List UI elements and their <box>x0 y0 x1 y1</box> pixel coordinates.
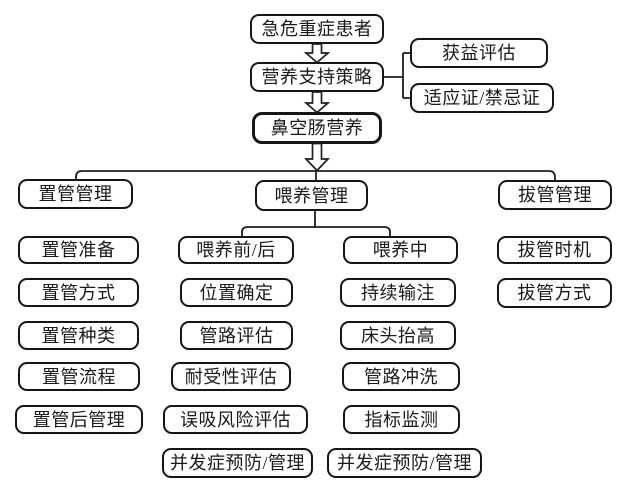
bracket-connector <box>384 52 410 99</box>
node-tolerance-assessment: 耐受性评估 <box>171 362 291 391</box>
down-arrow-icon-3 <box>304 142 330 172</box>
node-benefit-assessment: 获益评估 <box>410 38 548 68</box>
node-feeding-pre-post: 喂养前/后 <box>178 236 294 264</box>
node-post-placement-management: 置管后管理 <box>15 405 143 434</box>
node-placement-method: 置管方式 <box>18 278 139 307</box>
down-arrow-icon-1 <box>303 43 331 64</box>
node-extubation-timing: 拔管时机 <box>497 236 612 264</box>
node-placement-preparation: 置管准备 <box>18 236 139 264</box>
node-indications: 适应证/禁忌证 <box>410 83 554 113</box>
node-complication-prevention-pre-post: 并发症预防/管理 <box>162 448 313 478</box>
node-tube-type: 置管种类 <box>18 321 139 350</box>
node-aspiration-risk-assessment: 误吸风险评估 <box>163 405 308 434</box>
node-position-confirmation: 位置确定 <box>180 278 293 307</box>
node-placement-procedure: 置管流程 <box>18 362 140 391</box>
node-head-elevation: 床头抬高 <box>340 321 456 350</box>
node-extubation-method: 拔管方式 <box>497 278 612 308</box>
node-strategy: 营养支持策略 <box>250 62 384 92</box>
node-continuous-infusion: 持续输注 <box>340 278 456 307</box>
node-indicator-monitoring: 指标监测 <box>343 405 460 434</box>
node-nasojejunal-nutrition: 鼻空肠营养 <box>252 112 382 144</box>
branches-connector <box>75 170 556 181</box>
node-complication-prevention-during: 并发症预防/管理 <box>327 448 482 478</box>
node-feeding-during: 喂养中 <box>343 236 458 264</box>
down-arrow-icon-2 <box>303 91 331 114</box>
node-tube-flushing: 管路冲洗 <box>342 362 460 391</box>
feeding-sub-connector <box>241 211 391 236</box>
branch-placement-management: 置管管理 <box>18 179 133 209</box>
branch-removal-management: 拔管管理 <box>498 180 612 210</box>
node-tube-assessment: 管路评估 <box>180 321 293 350</box>
branch-feeding-management: 喂养管理 <box>255 180 368 211</box>
node-patient: 急危重症患者 <box>250 14 384 44</box>
